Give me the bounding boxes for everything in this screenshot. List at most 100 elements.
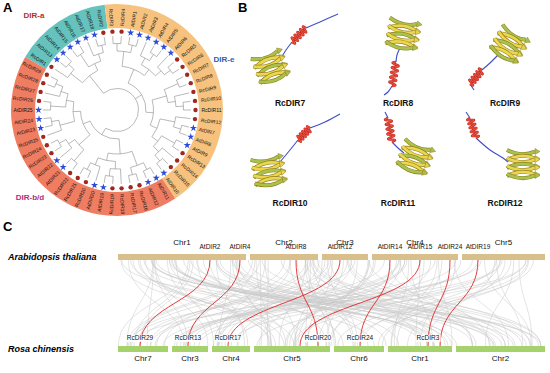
star-marker bbox=[53, 56, 60, 63]
chromosome-label: Chr2 bbox=[492, 355, 509, 363]
beta-barrel bbox=[507, 149, 540, 179]
leaf-marker bbox=[153, 174, 160, 181]
leaf-marker bbox=[35, 106, 42, 113]
star-marker bbox=[145, 34, 152, 41]
text-label: RcDIR9 bbox=[490, 99, 520, 108]
leaf-marker bbox=[101, 30, 105, 34]
text-label: AtDIR15 bbox=[408, 244, 433, 251]
text-label: RcDIR7 bbox=[275, 99, 305, 108]
leaf-marker bbox=[169, 165, 173, 169]
star-marker bbox=[91, 31, 98, 38]
text-label: RcDIR17 bbox=[214, 335, 242, 342]
synteny-connector bbox=[228, 260, 340, 346]
leaf-marker bbox=[119, 29, 123, 33]
leaf-marker bbox=[53, 157, 60, 164]
leaf-marker bbox=[167, 49, 174, 56]
leaf-marker bbox=[190, 124, 197, 131]
star-marker bbox=[127, 29, 134, 36]
text-label: AtDIR12 bbox=[328, 244, 353, 251]
leaf-marker bbox=[60, 49, 67, 56]
text-label: Rosa chinensis bbox=[8, 345, 74, 354]
leaf-marker bbox=[119, 186, 123, 190]
dot-marker bbox=[185, 73, 189, 77]
chromosome-label: Chr5 bbox=[283, 355, 300, 363]
synteny-connector bbox=[140, 260, 210, 346]
leaf-marker bbox=[193, 108, 197, 112]
star-marker bbox=[35, 106, 42, 113]
leaf-marker bbox=[49, 65, 53, 69]
phylogenetic-tree bbox=[11, 4, 223, 216]
dot-marker bbox=[180, 65, 184, 69]
text-label: AtDIR8 bbox=[286, 244, 307, 251]
text-label: AtDIR24 bbox=[438, 244, 463, 251]
coil bbox=[384, 86, 392, 95]
dot-marker bbox=[193, 117, 197, 121]
dot-marker bbox=[49, 151, 53, 155]
leaf-label: AtDIR1 bbox=[129, 10, 138, 27]
leaf-marker bbox=[41, 81, 45, 85]
alpha-helix bbox=[292, 26, 307, 43]
tree-branches bbox=[43, 36, 191, 184]
dot-marker bbox=[101, 30, 105, 34]
dot-marker bbox=[175, 158, 179, 162]
leaf-marker bbox=[145, 34, 152, 41]
star-marker bbox=[145, 178, 152, 185]
alpha-helix bbox=[297, 126, 310, 141]
leaf-label: RcDIR11 bbox=[202, 107, 222, 113]
leaf-marker bbox=[160, 169, 167, 176]
star-marker bbox=[167, 49, 174, 56]
dot-marker bbox=[84, 180, 88, 184]
star-marker bbox=[53, 157, 60, 164]
leaf-marker bbox=[185, 73, 189, 77]
star-marker bbox=[60, 49, 67, 56]
leaf-marker bbox=[175, 158, 179, 162]
chromosome-bar: Chr6 bbox=[334, 346, 384, 352]
leaf-label: AtDIR19 bbox=[96, 193, 105, 213]
text-label: RcDIR24 bbox=[346, 335, 374, 342]
star-marker bbox=[35, 115, 42, 122]
leaf-marker bbox=[136, 31, 143, 38]
panel-letter: C bbox=[3, 220, 12, 233]
leaf-marker bbox=[35, 115, 42, 122]
leaf-marker bbox=[82, 34, 89, 41]
leaf-label: RcDIR9 bbox=[199, 84, 217, 94]
beta-barrel bbox=[385, 16, 423, 51]
dot-marker bbox=[189, 81, 193, 85]
text-label: RcDIR29 bbox=[126, 335, 154, 342]
text-label: AtDIR14 bbox=[378, 244, 403, 251]
protein-structures bbox=[250, 14, 540, 188]
leaf-marker bbox=[60, 163, 67, 170]
star-marker bbox=[160, 169, 167, 176]
leaf-marker bbox=[67, 43, 74, 50]
coil bbox=[306, 14, 338, 28]
leaf-label: RcDIR20 bbox=[73, 186, 87, 207]
dot-marker bbox=[110, 29, 114, 33]
leaf-label: RcDIR17 bbox=[129, 193, 138, 214]
dot-marker bbox=[41, 81, 45, 85]
chromosome-bar: Chr2 bbox=[250, 254, 318, 260]
dot-marker bbox=[68, 171, 72, 175]
leaf-marker bbox=[184, 141, 191, 148]
chromosome-label: Chr3 bbox=[181, 355, 198, 363]
leaf-marker bbox=[53, 56, 60, 63]
star-marker bbox=[60, 163, 67, 170]
leaf-marker bbox=[110, 186, 114, 190]
star-marker bbox=[91, 181, 98, 188]
leaf-marker bbox=[193, 99, 197, 103]
text-label: RcDIR3 bbox=[416, 335, 441, 342]
coil bbox=[482, 55, 498, 70]
dot-marker bbox=[137, 183, 141, 187]
leaf-label: AtDIR25 bbox=[14, 107, 33, 113]
chromosome-bar: Chr5 bbox=[254, 346, 330, 352]
leaf-marker bbox=[128, 185, 132, 189]
text-label: RcDIR12 bbox=[488, 199, 523, 208]
text-label: DIR-e bbox=[214, 56, 235, 64]
text-label: DIR-b/d bbox=[16, 194, 44, 202]
star-marker bbox=[67, 43, 74, 50]
star-marker bbox=[37, 124, 44, 131]
text-label: RcDIR20 bbox=[304, 335, 332, 342]
dot-marker bbox=[45, 143, 49, 147]
dot-marker bbox=[38, 90, 42, 94]
dot-marker bbox=[191, 90, 195, 94]
leaf-label: AtDIR2 bbox=[138, 13, 148, 30]
